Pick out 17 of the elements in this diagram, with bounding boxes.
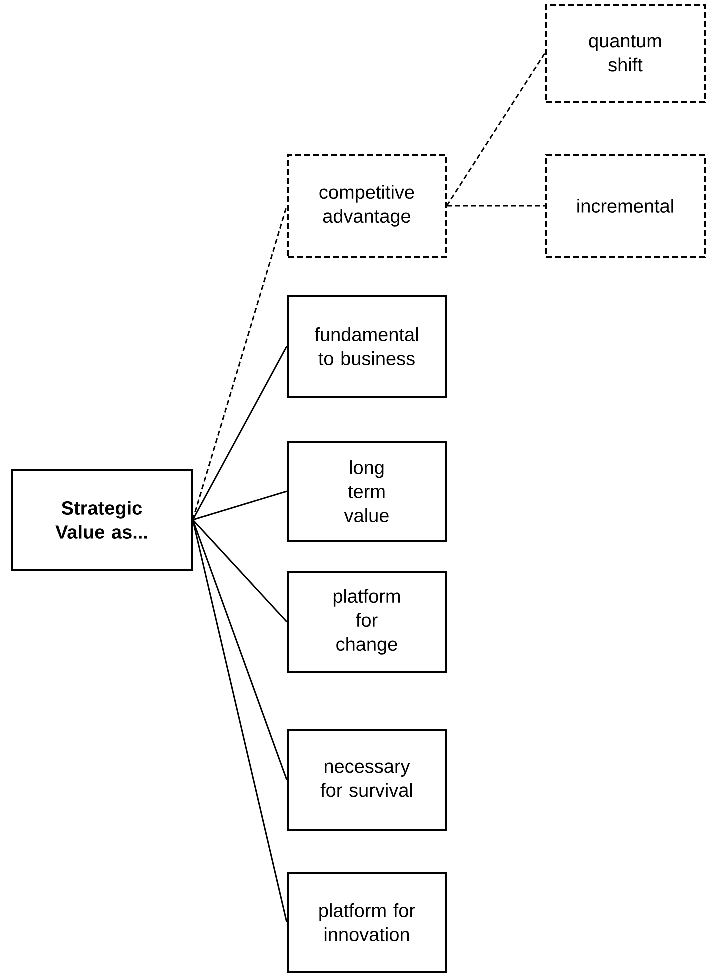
connector bbox=[192, 520, 288, 923]
connector bbox=[192, 346, 288, 520]
connector bbox=[192, 520, 288, 780]
dashed-connector bbox=[446, 53, 546, 206]
dashed-connector bbox=[192, 206, 288, 520]
dashed-box: incremental bbox=[545, 154, 706, 258]
box: necessary for survival bbox=[287, 729, 447, 831]
box: long term value bbox=[287, 441, 447, 542]
dashed-connector bbox=[447, 205, 545, 207]
dashed-box: competitive advantage bbox=[287, 154, 447, 258]
box: fundamental to business bbox=[287, 295, 447, 398]
connector bbox=[192, 520, 288, 623]
box: platform for change bbox=[287, 571, 447, 673]
dashed-box: quantum shift bbox=[545, 4, 706, 103]
title-box: Strategic Value as... bbox=[11, 469, 193, 571]
connector bbox=[192, 490, 288, 521]
box: platform for innovation bbox=[287, 872, 447, 973]
